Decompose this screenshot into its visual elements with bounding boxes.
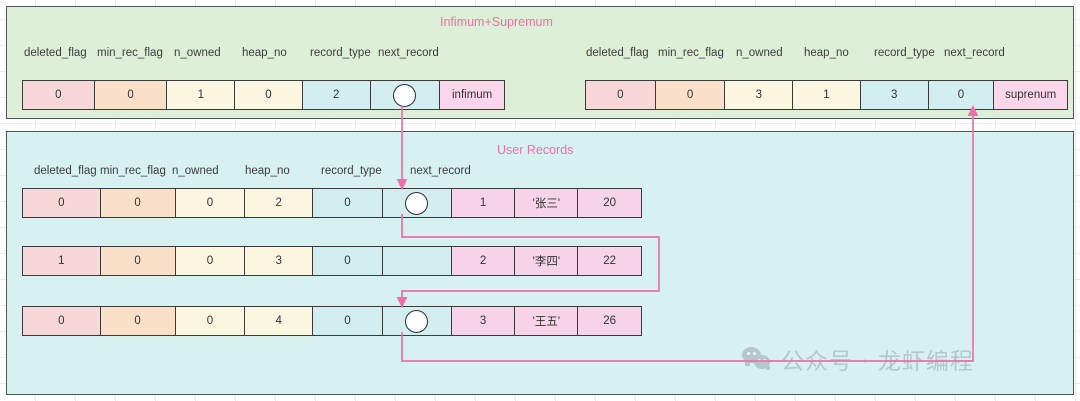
- cell-heap-no: 2: [245, 189, 314, 217]
- header-record-type: record_type: [321, 165, 382, 177]
- column-headers-infimum: deleted_flag min_rec_flag n_owned heap_n…: [24, 47, 450, 59]
- cell-deleted-flag: 0: [586, 81, 656, 109]
- cell-heap-no: 0: [235, 81, 303, 109]
- header-heap-no: heap_no: [245, 165, 290, 177]
- cell-n-owned: 0: [175, 189, 246, 217]
- cell-n-owned: 0: [175, 307, 246, 335]
- cell-next-record: 0: [928, 81, 995, 109]
- next-record-pointer-dot: [393, 83, 417, 107]
- cell-id: 2: [451, 247, 516, 275]
- cell-record-type: 3: [860, 81, 929, 109]
- cell-record-type: 0: [313, 189, 383, 217]
- header-heap-no: heap_no: [242, 47, 287, 59]
- header-heap-no: heap_no: [804, 47, 849, 59]
- cell-n-owned: 3: [725, 81, 794, 109]
- user-record-row-3: 0 0 0 4 0 3 '王五' 26: [22, 306, 642, 336]
- cell-deleted-flag: 0: [23, 81, 95, 109]
- supremum-record-row: 0 0 3 1 3 0 suprenum: [585, 80, 1068, 110]
- user-record-row-2: 1 0 0 3 0 2 '李四' 22: [22, 246, 642, 276]
- cell-next-record-pointer: [382, 307, 452, 335]
- cell-n-owned: 1: [167, 81, 236, 109]
- cell-record-type: 2: [302, 81, 371, 109]
- cell-next-record-pointer: [382, 189, 452, 217]
- cell-id: 1: [451, 189, 516, 217]
- cell-heap-no: 4: [245, 307, 314, 335]
- cell-deleted-flag: 1: [23, 247, 101, 275]
- cell-record-type: 0: [313, 307, 383, 335]
- cell-heap-no: 1: [793, 81, 861, 109]
- header-deleted-flag: deleted_flag: [24, 47, 87, 59]
- cell-min-rec-flag: 0: [655, 81, 726, 109]
- header-record-type: record_type: [874, 47, 935, 59]
- header-min-rec-flag: min_rec_flag: [97, 47, 163, 59]
- header-n-owned: n_owned: [736, 47, 783, 59]
- cell-deleted-flag: 0: [23, 307, 101, 335]
- panel-title-infimum-supremum: Infimum+Supremum: [440, 15, 553, 29]
- cell-min-rec-flag: 0: [100, 247, 176, 275]
- cell-record-type: 0: [313, 247, 383, 275]
- cell-age: 22: [578, 247, 642, 275]
- cell-next-record-pointer: [370, 81, 441, 109]
- panel-title-user-records: User Records: [497, 143, 574, 157]
- next-record-pointer-dot: [405, 309, 429, 333]
- header-n-owned: n_owned: [172, 165, 219, 177]
- header-n-owned: n_owned: [174, 47, 221, 59]
- header-next-record: next_record: [378, 47, 439, 59]
- cell-next-record: [382, 247, 452, 275]
- cell-name: '李四': [515, 247, 579, 275]
- cell-heap-no: 3: [245, 247, 314, 275]
- cell-min-rec-flag: 0: [100, 189, 176, 217]
- header-min-rec-flag: min_rec_flag: [100, 165, 166, 177]
- header-deleted-flag: deleted_flag: [34, 165, 97, 177]
- cell-min-rec-flag: 0: [94, 81, 168, 109]
- user-record-row-1: 0 0 0 2 0 1 '张三' 20: [22, 188, 642, 218]
- header-min-rec-flag: min_rec_flag: [658, 47, 724, 59]
- cell-n-owned: 0: [175, 247, 246, 275]
- cell-record-label: infimum: [440, 81, 504, 109]
- cell-min-rec-flag: 0: [100, 307, 176, 335]
- cell-id: 3: [451, 307, 516, 335]
- header-next-record: next_record: [410, 165, 471, 177]
- cell-age: 26: [578, 307, 642, 335]
- infimum-record-row: 0 0 1 0 2 infimum: [22, 80, 505, 110]
- next-record-pointer-dot: [405, 191, 429, 215]
- header-deleted-flag: deleted_flag: [586, 47, 649, 59]
- cell-record-label: suprenum: [994, 81, 1067, 109]
- cell-name: '张三': [515, 189, 579, 217]
- header-record-type: record_type: [310, 47, 371, 59]
- header-next-record: next_record: [944, 47, 1005, 59]
- cell-age: 20: [578, 189, 642, 217]
- column-headers-user-records: deleted_flag min_rec_flag n_owned heap_n…: [34, 165, 486, 177]
- cell-deleted-flag: 0: [23, 189, 101, 217]
- column-headers-supremum: deleted_flag min_rec_flag n_owned heap_n…: [586, 47, 1016, 59]
- cell-name: '王五': [515, 307, 579, 335]
